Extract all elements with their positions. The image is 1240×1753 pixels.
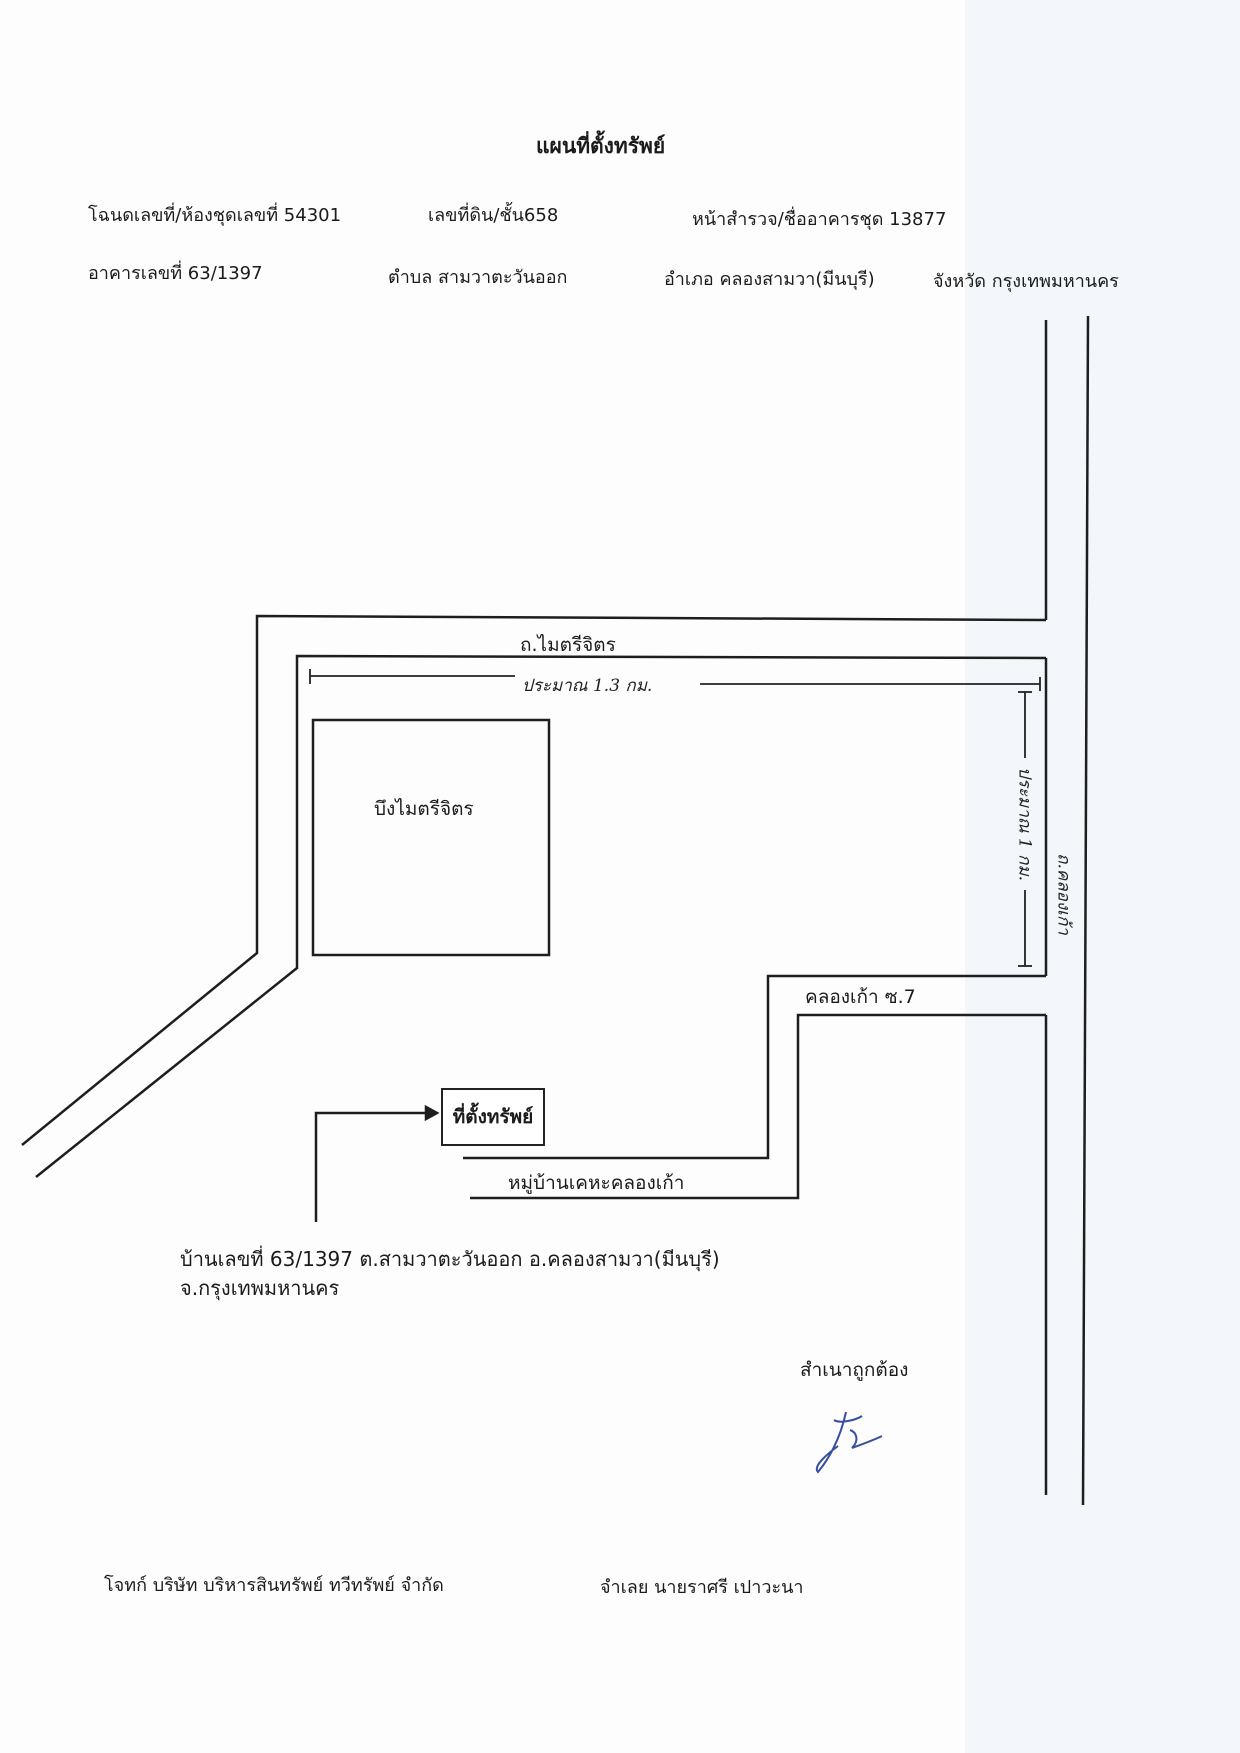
province: จังหวัด กรุงเทพมหานคร (933, 271, 1119, 292)
address-line-1: บ้านเลขที่ 63/1397 ต.สามวาตะวันออก อ.คลอ… (180, 1247, 720, 1271)
khlong-kao-road-right-edge (1081, 315, 1090, 1506)
property-pointer-line (314, 1111, 426, 1222)
distance-horizontal-label: ประมาณ 1.3 กม. (522, 676, 653, 696)
plaintiff: โจทก์ บริษัท บริหารสินทรัพย์ ทวีทรัพย์ จ… (104, 1575, 444, 1596)
soi-7-lower-edge (470, 1013, 1046, 1200)
page-margin (965, 0, 1240, 1753)
property-pointer-arrowhead (424, 1104, 440, 1122)
address-line-2: จ.กรุงเทพมหานคร (180, 1276, 340, 1300)
document-page (0, 0, 965, 1753)
lake-boundary (311, 718, 551, 957)
property-location-box: ที่ตั้งทรัพย์ (441, 1088, 545, 1146)
certified-copy: สำเนาถูกต้อง (800, 1359, 909, 1381)
soi-7-upper-edge (463, 974, 1046, 1160)
signature (815, 1411, 883, 1474)
property-label: ที่ตั้งทรัพย์ (452, 1106, 534, 1128)
khlong-kao-road-label: ถ.คลองเก้า (1053, 853, 1074, 935)
subdistrict: ตำบล สามวาตะวันออก (388, 267, 568, 288)
defendant: จำเลย นายราศรี เปาวะนา (600, 1577, 804, 1598)
map-title: แผนที่ตั้งทรัพย์ (536, 134, 666, 158)
lake-label: บึงไมตรีจิตร (374, 798, 474, 820)
maitri-road-outer-edge (21, 614, 1047, 1146)
district: อำเภอ คลองสามวา(มีนบุรี) (664, 269, 875, 290)
distance-vertical-label: ประมาณ 1 กม. (1014, 766, 1035, 882)
maitri-road-inner-edge (35, 654, 1047, 1178)
land-number: เลขที่ดิน/ชั้น658 (428, 205, 559, 226)
deed-number: โฉนดเลขที่/ห้องชุดเลขที่ 54301 (88, 205, 342, 226)
village-label: หมู่บ้านเคหะคลองเก้า (508, 1172, 685, 1194)
soi-label: คลองเก้า ซ.7 (805, 986, 916, 1008)
survey-page: หน้าสำรวจ/ชื่ออาคารชุด 13877 (692, 209, 947, 230)
building-number: อาคารเลขที่ 63/1397 (88, 263, 263, 284)
maitri-road-label: ถ.ไมตรีจิตร (520, 634, 616, 656)
